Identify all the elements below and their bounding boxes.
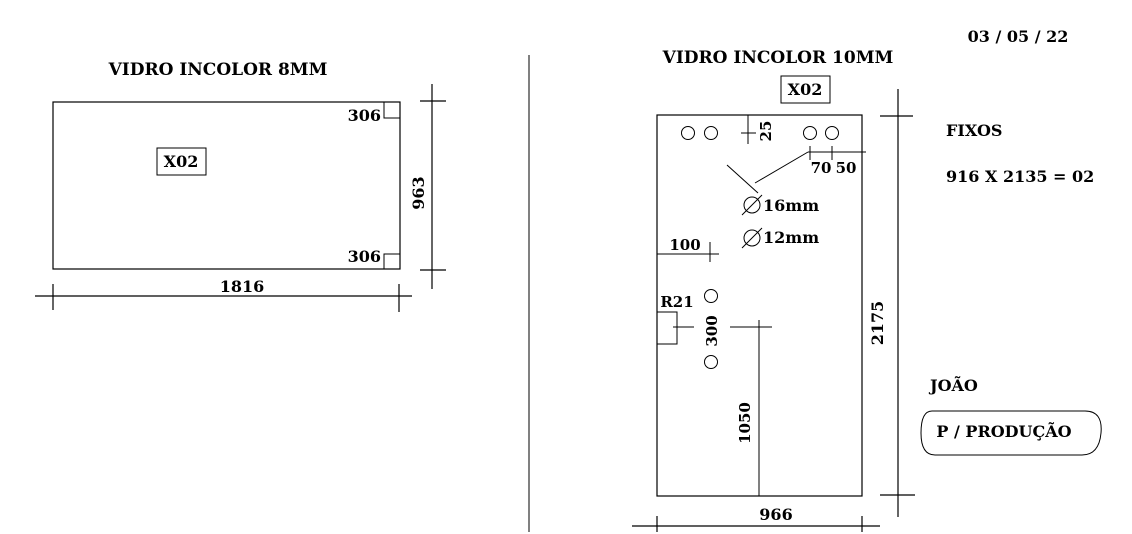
right-code-box bbox=[780, 75, 831, 104]
author-label: JOÃO bbox=[928, 374, 978, 395]
hole-gap-label: 300 bbox=[703, 315, 721, 346]
top-offset-label: 25 bbox=[757, 121, 775, 142]
left-code-box bbox=[156, 147, 207, 176]
diameter-12-symbol bbox=[741, 227, 763, 249]
left-code-label: X02 bbox=[164, 152, 199, 171]
left-height-dimension bbox=[420, 84, 446, 289]
hole-top-2 bbox=[704, 126, 718, 140]
right-height-dimension bbox=[880, 89, 915, 517]
hole-spacing-50-label: 50 bbox=[836, 159, 857, 177]
hole-side-2 bbox=[704, 355, 718, 369]
left-bottom-corner-notch bbox=[383, 253, 401, 270]
top-offset-dimension bbox=[741, 115, 756, 144]
left-top-corner-notch bbox=[383, 101, 401, 119]
production-label: P / PRODUÇÃO bbox=[936, 420, 1071, 441]
hole-spacing-70-label: 70 bbox=[811, 159, 832, 177]
hinge-notch bbox=[656, 311, 678, 345]
right-piece-title: VIDRO INCOLOR 10MM bbox=[662, 48, 894, 68]
radius-label: R21 bbox=[660, 293, 693, 311]
left-glass-piece: VIDRO INCOLOR 8MM X02 306 306 963 1816 bbox=[35, 60, 446, 312]
hole-top-1 bbox=[681, 126, 695, 140]
hinge-height-label: 1050 bbox=[736, 402, 754, 444]
left-glass-outline bbox=[52, 101, 401, 270]
left-top-corner-label: 306 bbox=[348, 106, 381, 125]
side-offset-label: 100 bbox=[669, 236, 700, 254]
hole-side-1 bbox=[704, 289, 718, 303]
right-width-dimension bbox=[632, 516, 880, 532]
date-label: 03 / 05 / 22 bbox=[968, 27, 1069, 46]
right-height-label: 2175 bbox=[868, 301, 887, 346]
left-width-label: 1816 bbox=[220, 277, 265, 296]
diameter-16-symbol bbox=[741, 194, 763, 216]
hole-spacing-dimension bbox=[726, 146, 866, 194]
hole-top-4 bbox=[825, 126, 839, 140]
left-height-label: 963 bbox=[409, 176, 428, 209]
right-code-label: X02 bbox=[788, 80, 823, 99]
production-badge bbox=[920, 410, 1102, 456]
side-offset-dimension bbox=[657, 242, 719, 262]
hole-12mm-label: 12mm bbox=[763, 228, 819, 247]
fixos-value: 916 X 2135 = 02 bbox=[946, 167, 1094, 186]
left-piece-title: VIDRO INCOLOR 8MM bbox=[108, 60, 328, 80]
fixos-title: FIXOS bbox=[946, 121, 1002, 140]
hole-16mm-label: 16mm bbox=[763, 196, 819, 215]
left-width-dimension bbox=[35, 284, 412, 312]
right-glass-piece: VIDRO INCOLOR 10MM X02 25 70 50 bbox=[632, 48, 915, 532]
hole-top-3 bbox=[803, 126, 817, 140]
left-bottom-corner-label: 306 bbox=[348, 247, 381, 266]
right-width-label: 966 bbox=[759, 505, 792, 524]
